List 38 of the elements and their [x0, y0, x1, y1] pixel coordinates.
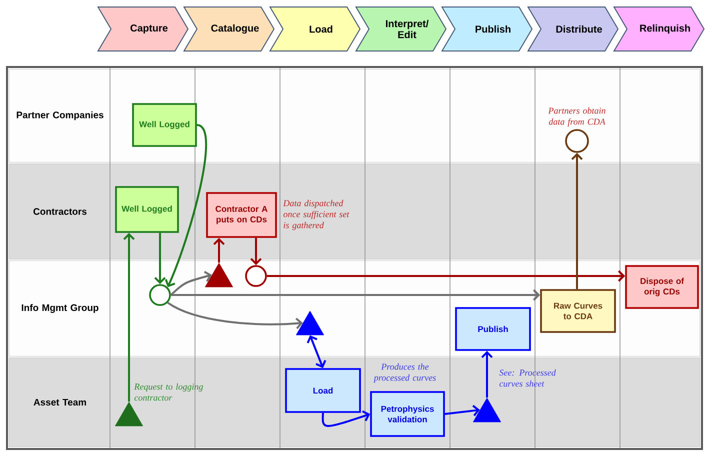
arrow: [170, 270, 212, 296]
triangle: [472, 398, 502, 422]
triangle: [296, 310, 324, 336]
process-step: Relinquish: [613, 6, 705, 52]
arrow: [571, 152, 583, 290]
note: See: Processed curves sheet: [499, 369, 556, 387]
arrow: [164, 124, 208, 288]
arrow: [266, 270, 626, 282]
arrow: [213, 238, 225, 263]
process-step: Catalogue: [183, 6, 275, 52]
process-step: Publish: [441, 6, 533, 52]
process-box: Raw Curves to CDA: [540, 289, 616, 333]
note: Partners obtain data from CDA: [548, 107, 606, 127]
process-box: Dispose of orig CDs: [625, 265, 699, 309]
note: Produces the processed curves: [373, 363, 436, 383]
process-box: Publish: [455, 307, 531, 351]
arrow: [306, 335, 326, 368]
arrow: [170, 289, 540, 301]
arrow: [481, 350, 493, 398]
process-box: Petrophysics validation: [370, 391, 445, 437]
process-box: Well Logged: [132, 103, 197, 147]
process-box: Contractor A puts on CDs: [206, 192, 277, 238]
process-step: Interpret/ Edit: [355, 6, 447, 52]
process-box: Well Logged: [115, 186, 179, 233]
arrow: [167, 302, 303, 330]
process-step: Load: [269, 6, 361, 52]
process-box: Load: [285, 368, 361, 413]
process-step: Capture: [97, 6, 189, 52]
arrow: [444, 404, 480, 416]
arrow: [250, 238, 262, 266]
triangle: [204, 262, 234, 288]
note: Data dispatched once sufficient set is gathered: [283, 200, 350, 230]
triangle: [114, 402, 144, 426]
process-step: Distribute: [527, 6, 619, 52]
arrow: [322, 410, 370, 427]
note: Request to logging contractor: [134, 383, 203, 401]
arrow: [123, 232, 135, 402]
arrow: [154, 232, 166, 284]
